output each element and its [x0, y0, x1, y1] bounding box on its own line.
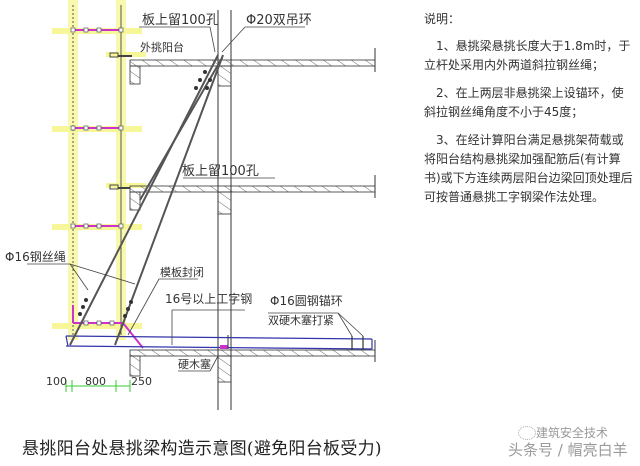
dim-800: 800 [85, 375, 106, 388]
label-hole-mid: 板上留100孔 [182, 164, 259, 179]
label-formwork-seal: 模板封闭 [160, 265, 204, 279]
note-item-2: 2、在上两层非悬挑梁上设锚环，使斜拉钢丝绳角度不小于45度； [424, 86, 624, 119]
label-wood-wedge-tight: 双硬木塞打紧 [268, 313, 334, 327]
leader-lines [27, 26, 364, 372]
label-hole-top: 板上留100孔 [142, 13, 219, 28]
diagram-caption: 悬挑阳台处悬挑梁构造示意图(避免阳台板受力) [22, 439, 382, 459]
watermark-line1: 建筑安全技术 [536, 426, 609, 440]
dim-100: 100 [46, 375, 67, 388]
label-balcony: 外挑阳台 [140, 40, 184, 54]
floor-slab-top [129, 48, 376, 87]
label-anchor-ring: Φ16圆钢锚环 [270, 293, 343, 308]
note-item-3: 3、在经计算阳台满足悬挑架荷载或将阳台结构悬挑梁加强配筋后(有计算书)或下方连续… [424, 133, 633, 204]
wall-ties [109, 52, 132, 190]
notes-panel: 说明： 1、悬挑梁悬挑长度大于1.8m时，于立杆处采用内外两道斜拉钢丝绳； 2、… [424, 10, 634, 216]
i-beam [65, 335, 373, 350]
label-double-hanging-ring: Φ20双吊环 [246, 13, 312, 28]
notes-heading: 说明： [424, 12, 461, 26]
label-wire-rope: Φ16钢丝绳 [5, 250, 66, 264]
wire-ropes [69, 54, 224, 346]
wechat-icon [518, 426, 536, 440]
label-hard-wood-wedge: 硬木塞 [178, 357, 211, 371]
watermark-line2: 头条号 / 帽亮白羊 [508, 441, 628, 459]
floor-slab-mid [129, 175, 376, 215]
anchor-rings [351, 336, 364, 350]
label-i-beam: 16号以上工字钢 [165, 291, 252, 306]
watermark: 建筑安全技术 头条号 / 帽亮白羊 [508, 424, 638, 460]
floor-slab-bottom [129, 340, 376, 383]
dimension-line [65, 380, 131, 392]
rope-clips [78, 70, 212, 318]
dim-250: 250 [131, 375, 152, 388]
note-item-1: 1、悬挑梁悬挑长度大于1.8m时，于立杆处采用内外两道斜拉钢丝绳； [424, 39, 631, 72]
